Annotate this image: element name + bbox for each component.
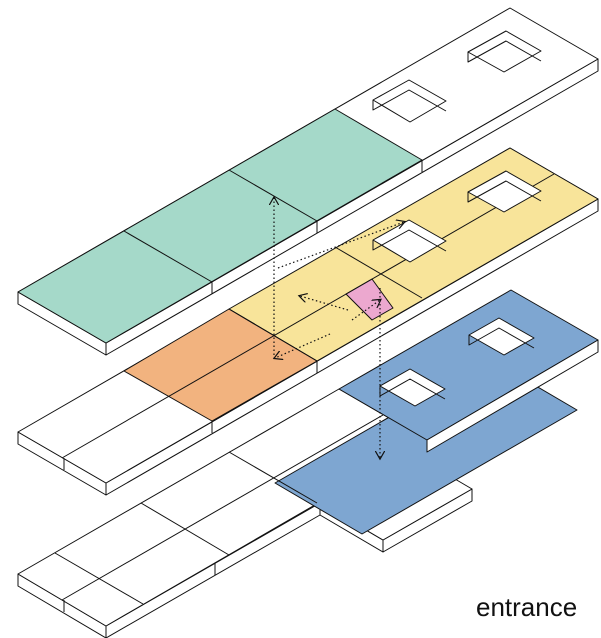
- entrance-label: entrance: [476, 592, 578, 622]
- middle-division-1: [228, 308, 318, 362]
- bottom-hole-2: [468, 317, 535, 356]
- bottom-division-2: [140, 502, 230, 556]
- top-hole-1-depth: [372, 89, 447, 112]
- bottom-division-1: [54, 552, 144, 605]
- middle-division-2: [334, 246, 423, 299]
- top-hole-2-depth: [467, 40, 542, 63]
- bottom-hole-2-depth: [468, 327, 535, 349]
- circulation-arrows: [274, 198, 404, 458]
- top-floor-slab: [17, 7, 599, 356]
- bottom-far-right-side: [426, 339, 599, 453]
- diagonal-arrow-1: [300, 296, 349, 311]
- top-division-2: [228, 169, 318, 222]
- bottom-centerline: [61, 414, 384, 601]
- middle-hole-1-depth: [372, 229, 447, 252]
- middle-hole-2-depth: [467, 180, 542, 203]
- middle-centerline: [61, 173, 555, 459]
- bottom-floor-slab: [17, 289, 599, 638]
- top-hole-1: [372, 79, 447, 123]
- top-hole-2: [467, 30, 542, 73]
- top-division-1: [123, 230, 213, 283]
- middle-floor-slab: [17, 147, 599, 496]
- bottom-hole-1: [379, 368, 446, 407]
- diagonal-arrow-3: [351, 300, 380, 321]
- middle-hole-2: [467, 170, 542, 213]
- bottom-division-3: [228, 451, 318, 504]
- bottom-hole-1-depth: [379, 378, 446, 400]
